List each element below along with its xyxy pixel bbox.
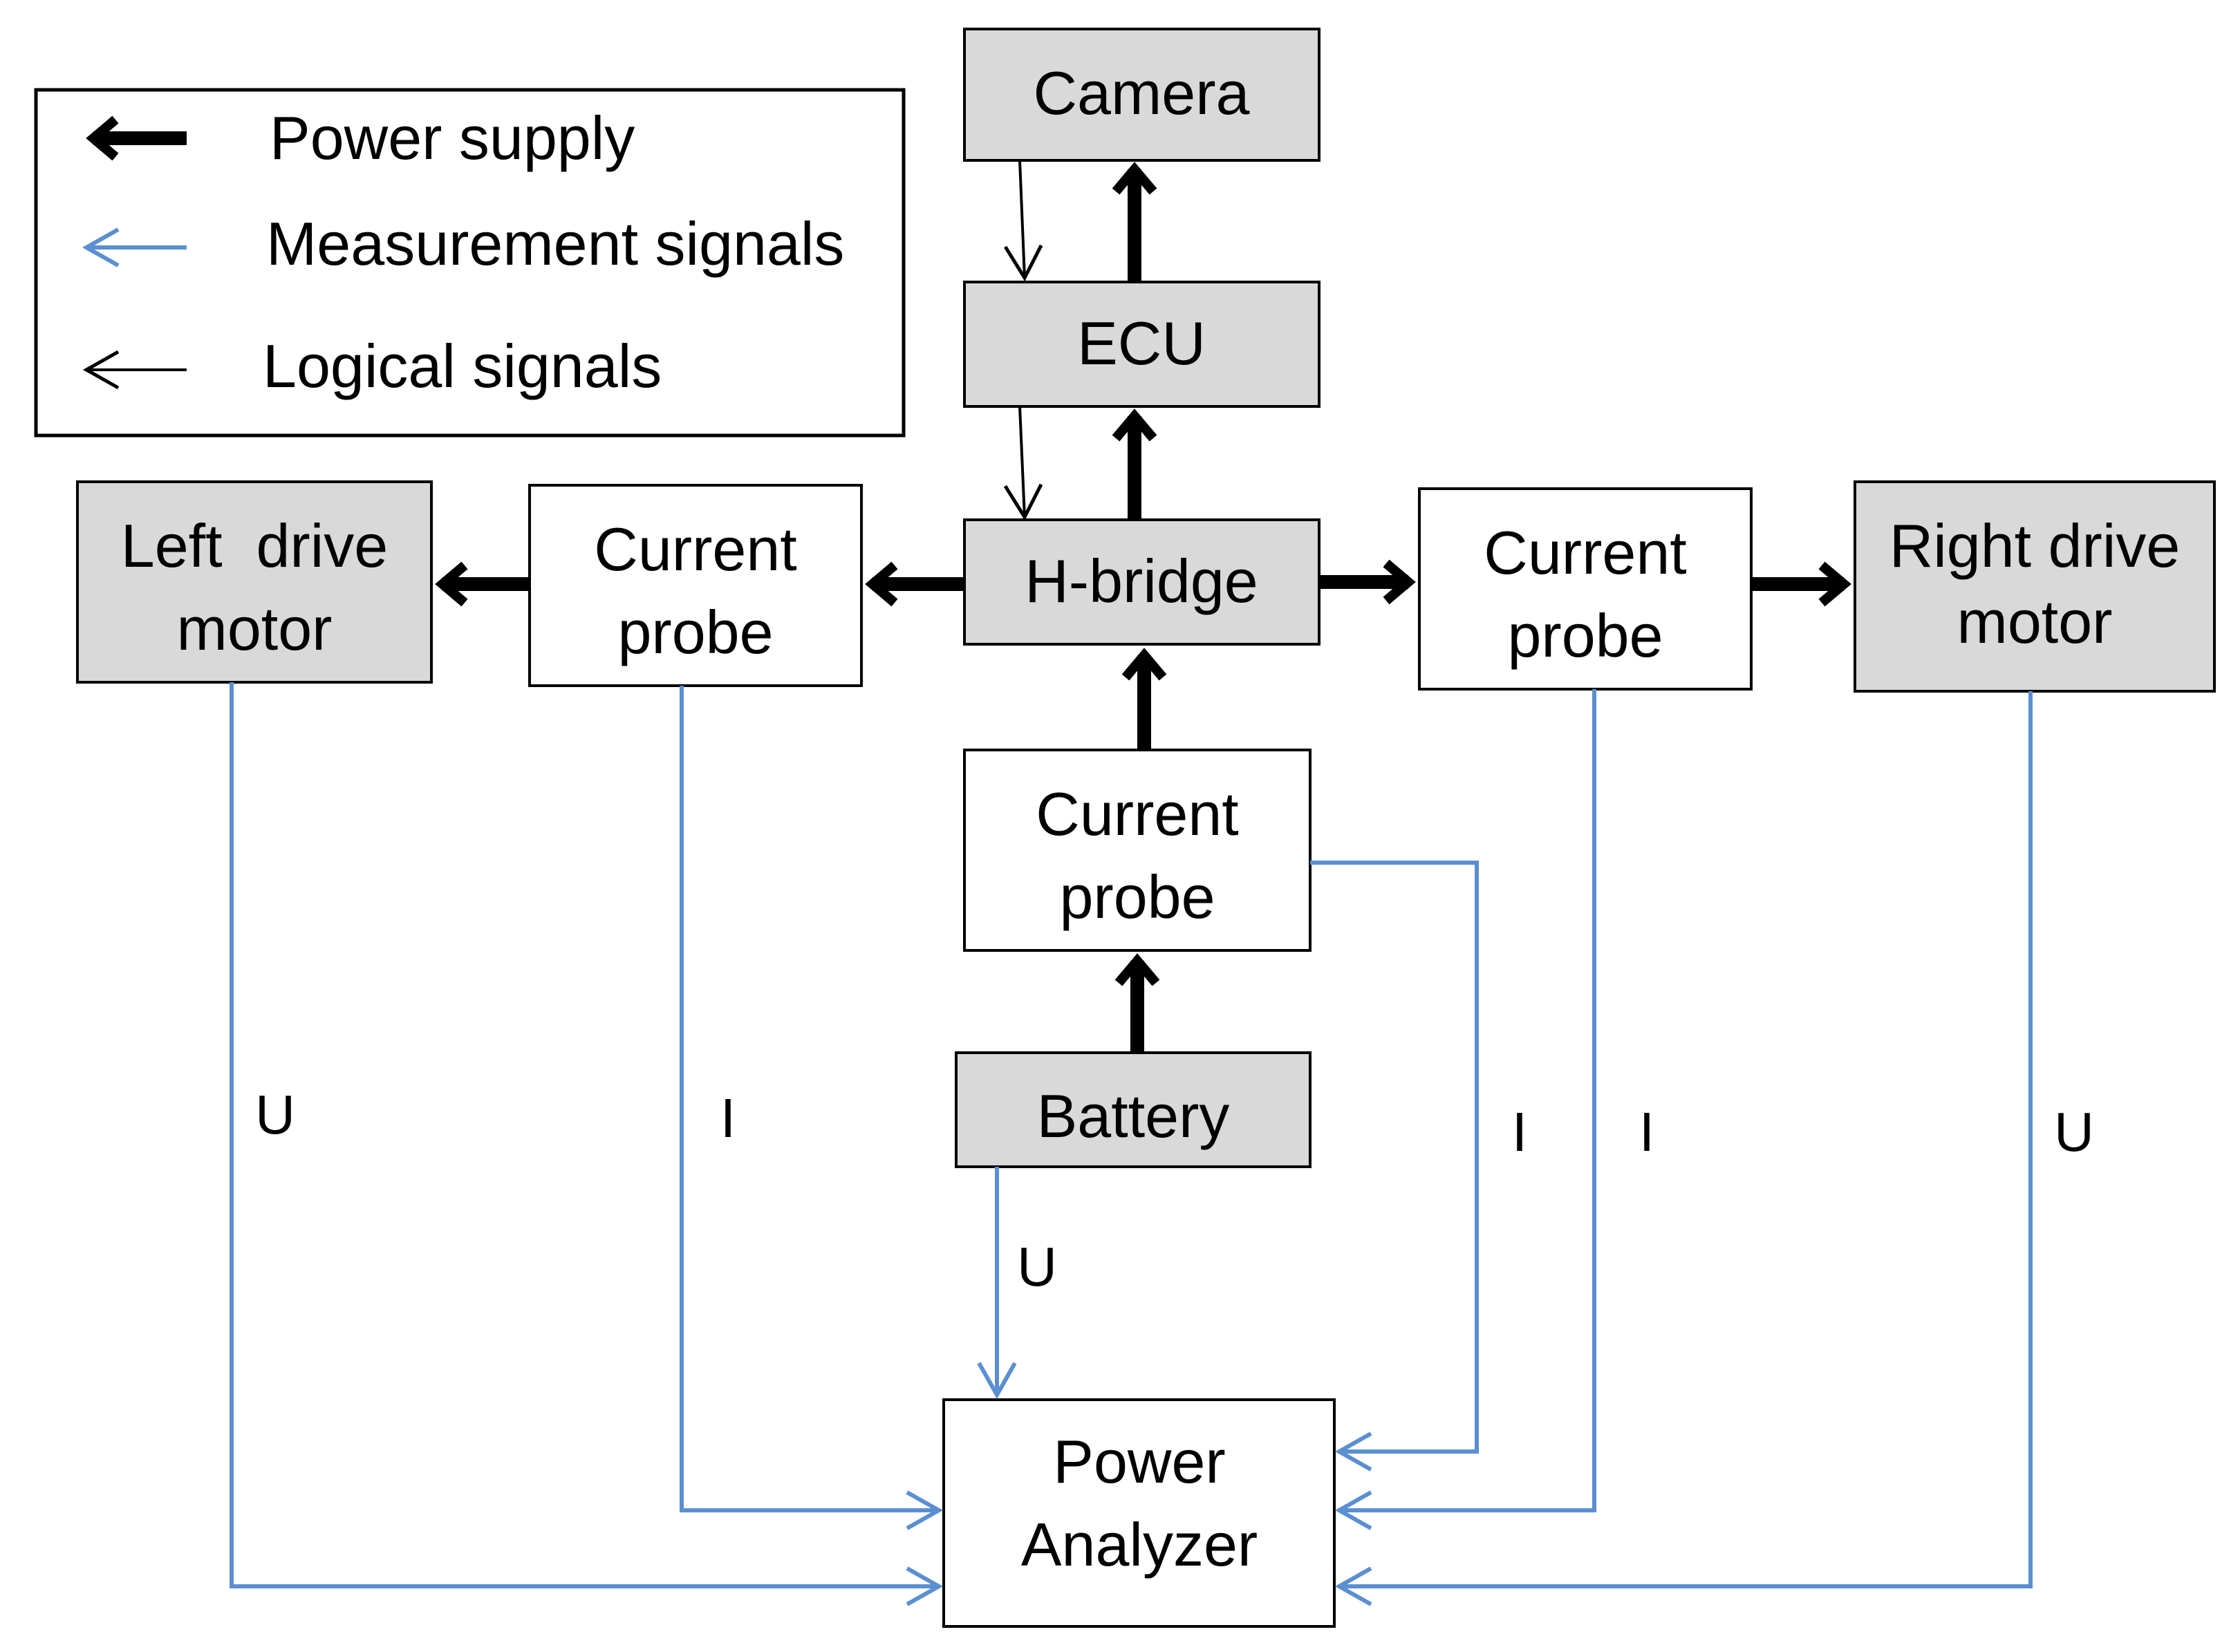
block-current-probe-right: Current probe <box>1418 487 1753 691</box>
meas-line-left-probe-i <box>680 686 944 1530</box>
power-supply-arrows <box>435 162 1851 1053</box>
logic-arrow-camera-to-ecu <box>1004 160 1043 282</box>
analyzer-label-line2: Analyzer <box>1021 1510 1258 1579</box>
label-left-motor-u: U <box>255 1084 295 1145</box>
logic-arrow-ecu-to-hbridge <box>1003 406 1043 521</box>
block-h-bridge: H-bridge <box>963 518 1320 646</box>
meas-line-left-motor-u <box>230 682 944 1606</box>
block-camera: Camera <box>963 28 1320 162</box>
meas-line-right-probe-i <box>1334 689 1596 1530</box>
block-left-drive-motor: Left drive motor <box>76 480 433 684</box>
right-motor-label-line2: motor <box>1957 588 2113 656</box>
legend-measurement-label: Measurement signals <box>266 209 844 278</box>
camera-label: Camera <box>1034 59 1250 127</box>
meas-line-right-motor-u <box>1334 691 2033 1606</box>
logical-signal-arrows <box>1003 160 1043 521</box>
label-right-motor-u: U <box>2054 1101 2094 1163</box>
label-left-probe-i: I <box>720 1087 736 1149</box>
block-current-probe-left: Current probe <box>528 484 863 687</box>
block-battery: Battery <box>955 1051 1312 1168</box>
ecu-label: ECU <box>1077 309 1206 377</box>
probe-right-label-line1: Current <box>1484 518 1686 587</box>
label-center-probe-i: I <box>1512 1101 1527 1163</box>
probe-right-label-line2: probe <box>1507 601 1663 670</box>
signal-labels: U I U I I U <box>255 1084 2094 1297</box>
probe-left-label-line2: probe <box>617 598 773 666</box>
meas-line-center-probe-i <box>1310 861 1479 1472</box>
analyzer-label-line1: Power <box>1053 1427 1225 1496</box>
left-motor-label-line1: Left drive <box>121 511 388 580</box>
legend-frame <box>34 88 906 438</box>
block-right-drive-motor: Right drive motor <box>1854 480 2216 693</box>
legend-power-label: Power supply <box>270 104 635 172</box>
legend: Power supply Measurement signals Logical… <box>34 88 906 438</box>
h-bridge-label: H-bridge <box>1025 547 1258 615</box>
probe-left-label-line1: Current <box>594 515 796 583</box>
battery-label: Battery <box>1037 1082 1230 1150</box>
probe-center-label-line2: probe <box>1059 863 1215 931</box>
left-motor-label-line2: motor <box>177 594 333 663</box>
label-battery-u: U <box>1017 1236 1057 1297</box>
block-current-probe-center: Current probe <box>963 749 1312 952</box>
right-motor-label-line1: Right drive <box>1889 511 2181 580</box>
probe-center-label-line1: Current <box>1036 780 1238 848</box>
measurement-signal-arrows <box>230 682 2033 1606</box>
legend-logical-label: Logical signals <box>263 332 662 400</box>
label-right-probe-i: I <box>1639 1101 1654 1163</box>
block-ecu: ECU <box>963 281 1320 408</box>
block-power-analyzer: Power Analyzer <box>942 1398 1336 1628</box>
